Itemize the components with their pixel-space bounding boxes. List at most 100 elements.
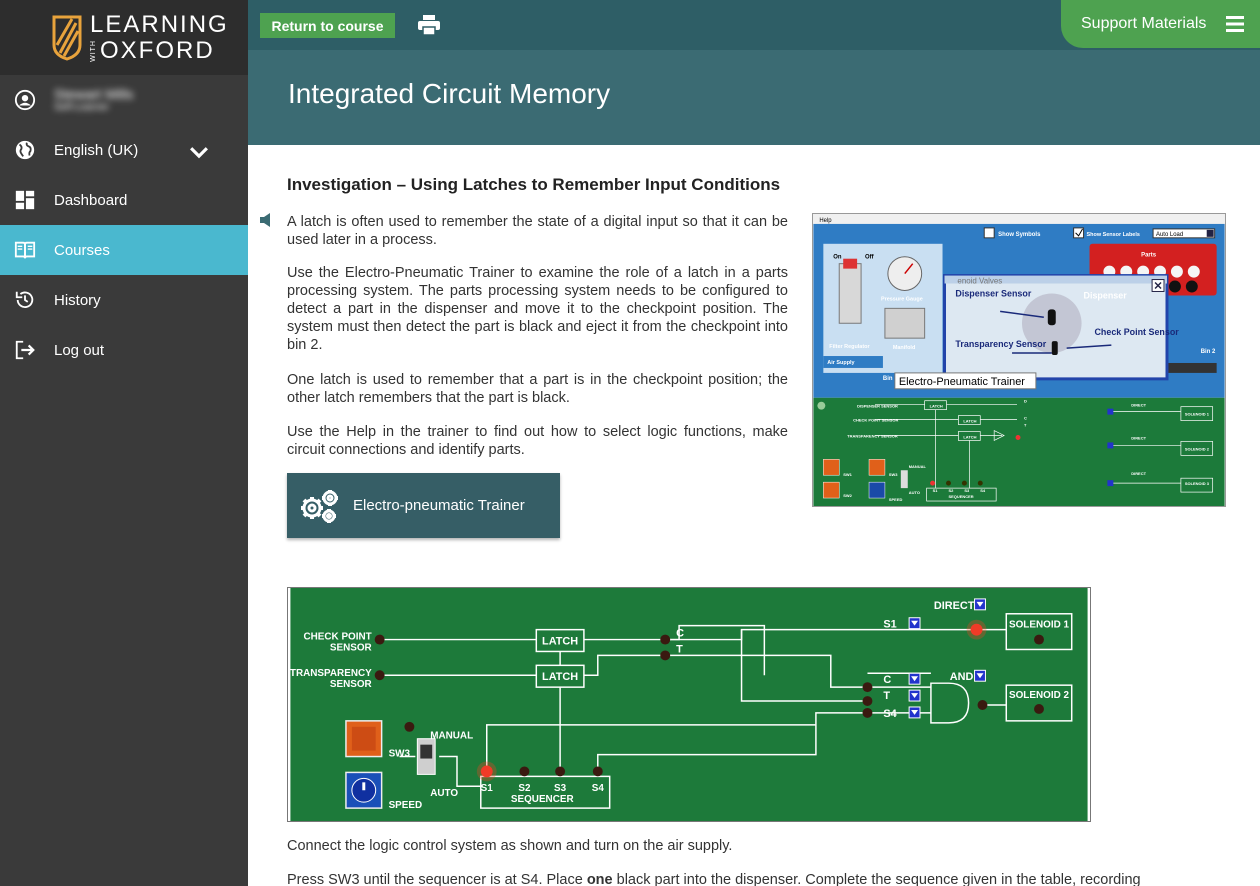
mini-label: S2	[948, 488, 954, 493]
mini-sw1-button[interactable]	[823, 459, 840, 476]
and-label: AND	[950, 671, 974, 683]
dashboard-icon	[15, 190, 35, 210]
page-header: Integrated Circuit Memory	[248, 50, 1260, 145]
filter-regulator-image[interactable]	[838, 263, 862, 324]
pressure-gauge-image[interactable]	[887, 256, 923, 291]
page-title: Integrated Circuit Memory	[288, 78, 611, 109]
chevron-down-icon[interactable]	[188, 142, 210, 164]
c2-dropdown[interactable]	[908, 672, 921, 685]
s4-label: S4	[883, 708, 896, 720]
user-name: Stewart Mills	[54, 85, 134, 102]
mini-label: MANUAL	[909, 464, 927, 469]
chevron-down-icon	[911, 676, 919, 682]
sequence-text-a: Press SW3 until the sequencer is at S4. …	[287, 872, 587, 886]
bin-label: Bin	[883, 376, 893, 382]
support-materials-label: Support Materials	[1081, 15, 1207, 32]
mini-speed-knob[interactable]	[868, 481, 886, 499]
support-materials-button[interactable]: Support Materials	[1061, 0, 1260, 48]
mini-label: SW1	[843, 472, 852, 477]
pressure-gauge-label: Pressure Gauge	[881, 296, 923, 302]
direct-label: DIRECT	[934, 600, 975, 612]
hamburger-menu-icon[interactable]	[1226, 16, 1244, 32]
manifold-image[interactable]	[884, 307, 926, 339]
filter-regulator-label: Filter Regulator	[829, 344, 870, 350]
language-label: English (UK)	[54, 141, 139, 159]
direct-dropdown[interactable]	[974, 598, 986, 611]
sim-help-menu[interactable]: Help	[819, 218, 832, 224]
learning-with-oxford-logo[interactable]: LEARNING WITH OXFORD	[0, 0, 248, 75]
paragraph-latch-intro: A latch is often used to remember the st…	[287, 214, 788, 248]
mini-label: LATCH	[963, 419, 976, 424]
solenoid2-label: SOLENOID 2	[1009, 690, 1069, 701]
manual-label: MANUAL	[430, 731, 473, 742]
mini-label: S3	[964, 488, 970, 493]
air-supply-label: Air Supply	[827, 360, 854, 366]
popup-dispenser-sensor-label: Dispenser Sensor	[955, 288, 1031, 298]
sequencer-s3-label: S3	[554, 783, 567, 794]
popup-dispenser-label: Dispenser	[1084, 290, 1128, 300]
checkpoint-sensor-label: CHECK POINT	[303, 632, 371, 643]
latch2-box	[535, 664, 585, 688]
dropdown-arrow-icon[interactable]	[1206, 229, 1214, 237]
mini-label: TRANSPARENCY SENSOR	[847, 433, 898, 438]
oxford-shield-icon	[52, 15, 82, 61]
logo-line1: LEARNING	[90, 10, 229, 38]
popup-header: enoid Valves	[957, 277, 1002, 286]
language-selector[interactable]: English (UK)	[0, 125, 248, 175]
mini-label: DIRECT	[1131, 471, 1146, 476]
transparency-sensor-label: TRANSPARENCY	[290, 668, 372, 679]
trainer-button-label: Electro-pneumatic Trainer	[353, 497, 525, 514]
show-sensor-labels-checkbox[interactable]	[1073, 227, 1085, 239]
checkmark-icon	[1075, 228, 1083, 237]
manifold-label: Manifold	[893, 345, 915, 351]
show-symbols-checkbox[interactable]	[983, 227, 995, 239]
logic-circuit-diagram[interactable]: CHECK POINT SENSOR TRANSPARENCY SENSOR L…	[287, 587, 1091, 822]
user-role: Self-Learner	[54, 102, 110, 114]
mini-sw2-button[interactable]	[823, 481, 840, 499]
bin2-label: Bin 2	[1201, 349, 1216, 355]
speed-label: SPEED	[389, 800, 423, 811]
t2-dropdown[interactable]	[908, 689, 921, 702]
t2-label: T	[883, 690, 890, 702]
sidebar-item-history[interactable]: History	[0, 275, 248, 325]
s1-label: S1	[883, 619, 896, 631]
auto-load-select[interactable]	[1152, 228, 1216, 239]
mini-sw3-button[interactable]	[868, 459, 886, 476]
trainer-screenshot[interactable]: Help Show Symbols Show Sensor Labels Aut…	[812, 213, 1226, 507]
s1-dropdown[interactable]	[908, 617, 921, 630]
auto-load-value: Auto Load	[1156, 232, 1183, 238]
t1-label: T	[676, 643, 683, 655]
sidebar: LEARNING WITH OXFORD Stewart Mills Self-…	[0, 0, 248, 886]
sequencer-s2-led	[519, 766, 530, 777]
mini-label: LATCH	[963, 434, 976, 439]
top-bar: Return to course Support Materials	[248, 0, 1260, 50]
latch1-label: LATCH	[542, 636, 578, 648]
and-gate	[930, 682, 970, 724]
mini-label: SEQUENCER	[948, 494, 973, 499]
open-book-icon	[14, 241, 36, 259]
mini-label: S4	[980, 488, 986, 493]
chevron-down-icon	[911, 693, 919, 699]
paragraph-help: Use the Help in the trainer to find out …	[287, 424, 788, 458]
user-profile[interactable]: Stewart Mills Self-Learner	[0, 75, 248, 125]
history-icon	[15, 291, 34, 309]
sequencer-s3-led	[555, 766, 566, 777]
sidebar-item-dashboard[interactable]: Dashboard	[0, 175, 248, 225]
print-icon[interactable]	[418, 15, 440, 35]
and-dropdown[interactable]	[974, 669, 986, 682]
mini-label: D	[1024, 399, 1027, 404]
s4-dropdown[interactable]	[908, 706, 921, 719]
transparency-sensor-label-2: SENSOR	[330, 679, 372, 690]
return-to-course-button[interactable]: Return to course	[260, 13, 395, 38]
sequence-text-c: black part into the dispenser. Complete …	[612, 872, 1141, 886]
sidebar-item-courses[interactable]: Courses	[0, 225, 248, 275]
air-off-label: Off	[865, 255, 874, 261]
mini-label: SOLENOID 1	[1185, 412, 1210, 417]
electro-pneumatic-trainer-button[interactable]: Electro-pneumatic Trainer	[287, 473, 560, 538]
sw3-label: SW3	[389, 749, 411, 760]
sidebar-item-logout[interactable]: Log out	[0, 325, 248, 375]
chevron-down-icon	[911, 620, 919, 626]
chevron-down-icon	[976, 601, 984, 607]
speaker-icon[interactable]	[259, 213, 273, 227]
mini-manual-auto-switch[interactable]	[900, 470, 908, 489]
